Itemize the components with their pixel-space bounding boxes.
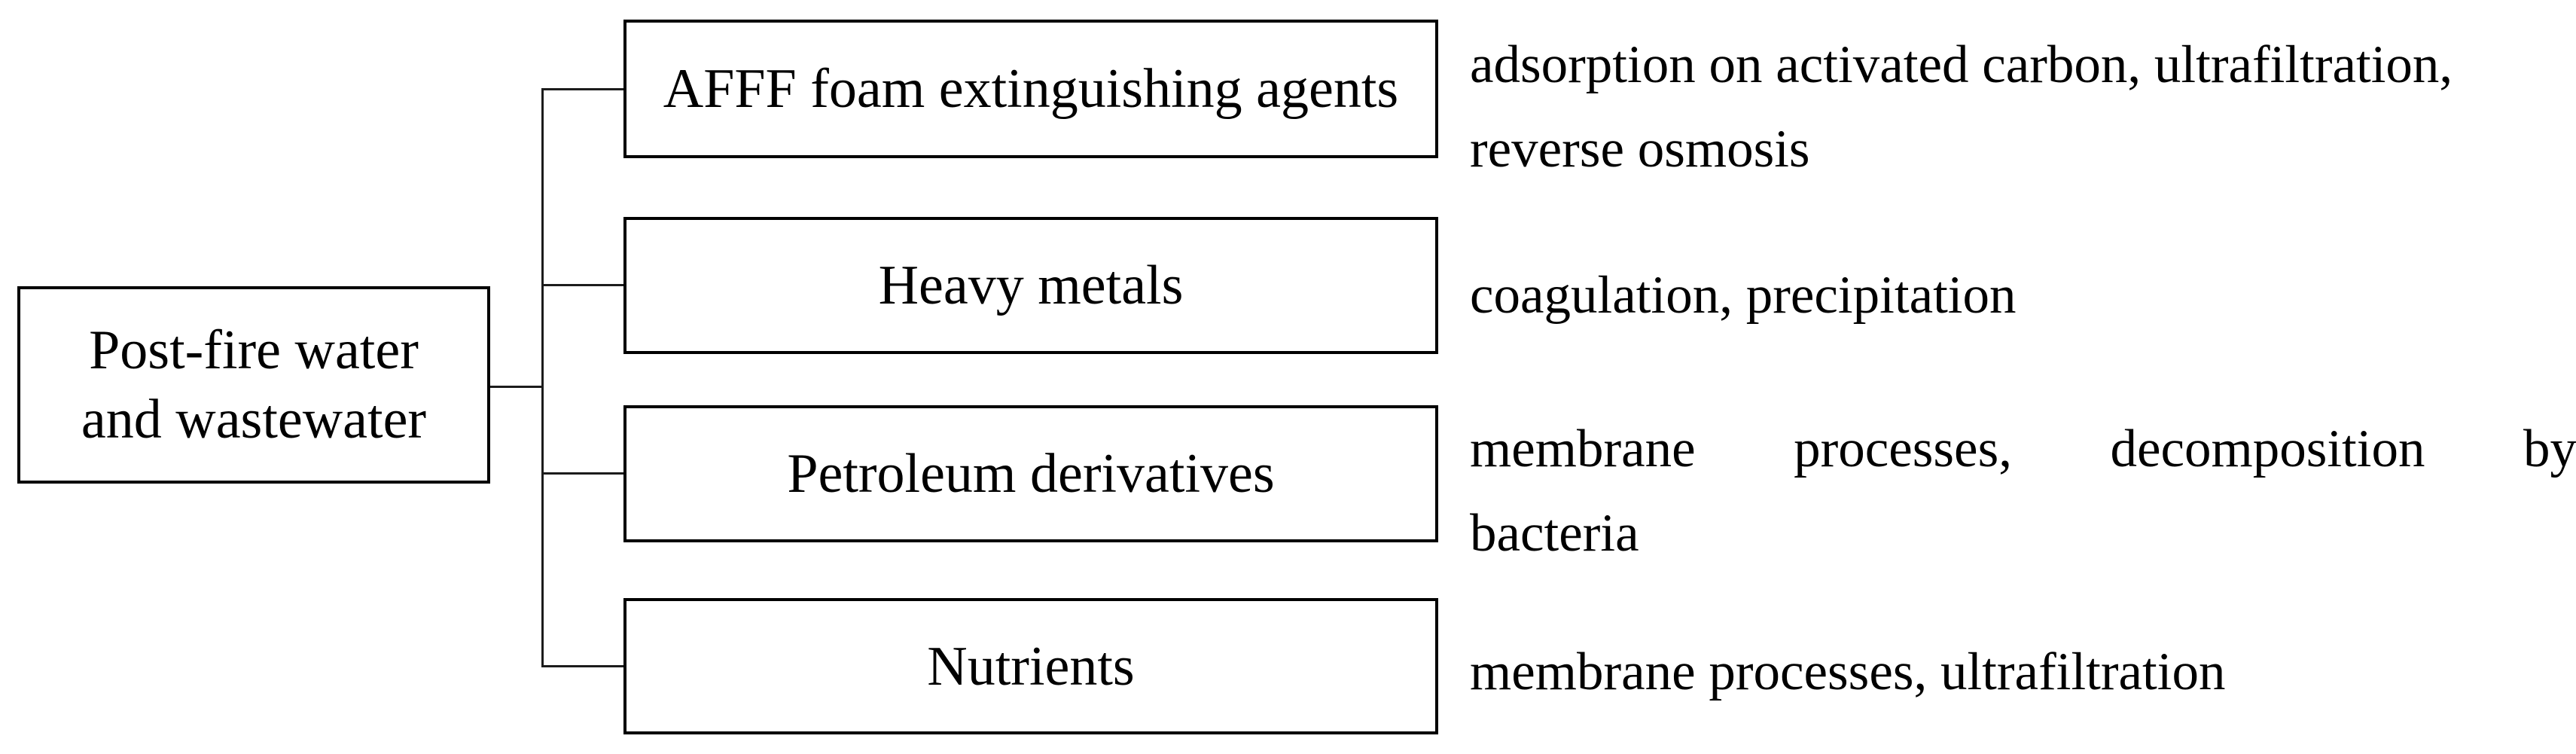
treatment-line: membrane processes, decomposition by [1470,420,2576,478]
connector-stub-heavy-metals [541,284,623,286]
connector-trunk [541,88,544,667]
category-box-nutrients: Nutrients [623,598,1438,734]
treatment-line: reverse osmosis [1470,120,1810,179]
treatment-text-afff: adsorption on activated carbon, ultrafil… [1470,23,2576,191]
root-box-post-fire-water: Post-fire water and wastewater [17,286,490,484]
treatment-text-petroleum: membrane processes, decomposition by bac… [1470,407,2576,575]
treatment-line: coagulation, precipitation [1470,266,2017,325]
connector-stub-nutrients [541,665,623,667]
category-box-afff: AFFF foam extinguishing agents [623,20,1438,158]
treatment-line: bacteria [1470,504,1639,563]
root-box-label: Post-fire water and wastewater [81,319,427,450]
treatment-line: adsorption on activated carbon, ultrafil… [1470,35,2453,94]
connector-stub-petroleum [541,472,623,475]
treatment-text-nutrients: membrane processes, ultrafiltration [1470,630,2576,714]
category-box-heavy-metals: Heavy metals [623,217,1438,354]
category-label-nutrients: Nutrients [927,635,1135,698]
category-label-afff: AFFF foam extinguishing agents [663,58,1399,120]
category-label-heavy-metals: Heavy metals [878,255,1184,316]
connector-root-to-trunk [490,386,543,388]
treatment-line: membrane processes, ultrafiltration [1470,643,2226,701]
category-box-petroleum: Petroleum derivatives [623,405,1438,542]
category-label-petroleum: Petroleum derivatives [787,443,1275,505]
connector-stub-afff [541,88,623,90]
treatment-text-heavy-metals: coagulation, precipitation [1470,253,2576,337]
